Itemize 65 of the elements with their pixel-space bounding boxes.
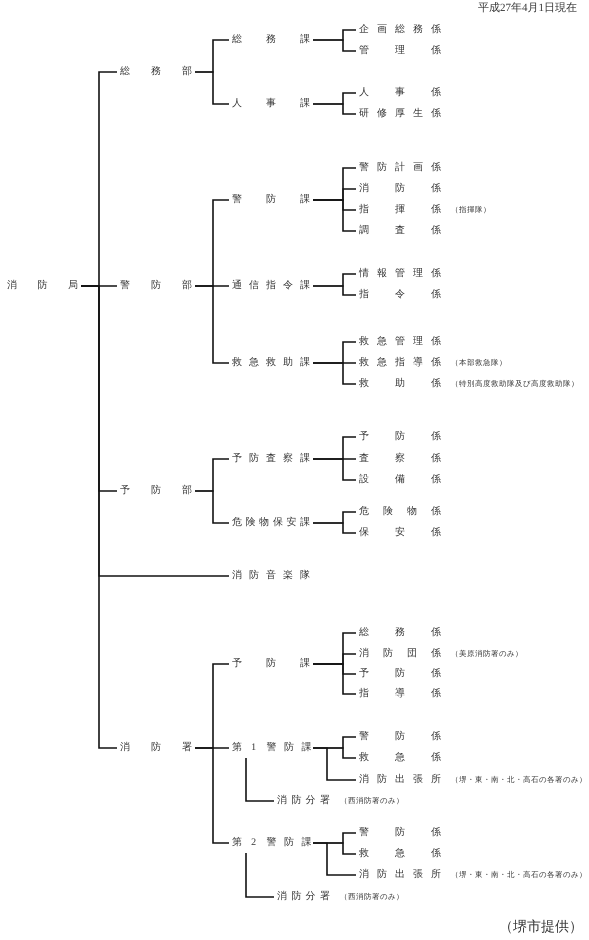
department-label: 総務部 xyxy=(120,64,192,79)
connector-line xyxy=(313,663,356,695)
unit-label: 予防係 xyxy=(359,430,441,444)
unit-label: 危険物係 xyxy=(359,505,441,519)
unit-label: 設備係 xyxy=(359,472,441,487)
connector-line xyxy=(313,39,356,52)
unit-label: 救急係 xyxy=(359,847,441,861)
section-label: 警防課 xyxy=(232,192,310,207)
unit-label: 保安係 xyxy=(359,526,441,540)
unit-label: 消防出張所 xyxy=(359,772,441,787)
department-label: 警防部 xyxy=(120,278,192,293)
unit-label: 企画総務係 xyxy=(359,23,441,37)
section-label: 人事課 xyxy=(232,96,310,111)
department-label: 予防部 xyxy=(120,484,192,498)
unit-label: 情報管理係 xyxy=(359,266,441,281)
connector-line xyxy=(313,522,356,534)
connector-line xyxy=(81,285,117,749)
section-label: 予防課 xyxy=(232,656,310,671)
connector-line xyxy=(195,285,229,364)
unit-label: 救助係 xyxy=(359,376,441,391)
branch-office-label: 消防分署 xyxy=(277,890,330,904)
unit-label: 消防団係 xyxy=(359,646,441,661)
unit-label: 査察係 xyxy=(359,452,441,466)
section-label: 第 1 警 防 課 xyxy=(232,740,310,755)
unit-label: 警防係 xyxy=(359,826,441,840)
connector-line xyxy=(313,199,356,232)
section-label: 第 2 警 防 課 xyxy=(232,836,310,850)
unit-label: 指令係 xyxy=(359,288,441,302)
source-caption: （堺市提供） xyxy=(499,918,583,936)
unit-label: 人事係 xyxy=(359,86,441,100)
department-label: 消防署 xyxy=(120,740,192,755)
section-label: 危険物保安課 xyxy=(232,516,310,530)
connector-line xyxy=(195,71,229,105)
unit-label: 管理係 xyxy=(359,44,441,58)
connector-line xyxy=(313,842,356,876)
connector-line xyxy=(245,853,274,898)
section-label: 通信指令課 xyxy=(232,278,310,293)
unit-label: 救急指導係 xyxy=(359,356,441,370)
connector-line xyxy=(313,103,356,115)
unit-label: 警防計画係 xyxy=(359,160,441,175)
connector-line xyxy=(313,747,356,781)
connector-line xyxy=(313,362,356,385)
unit-label: 消防係 xyxy=(359,182,441,196)
unit-label: 指導係 xyxy=(359,686,441,701)
branch-office-label: 消防分署 xyxy=(277,794,330,808)
unit-label: 総務係 xyxy=(359,626,441,640)
section-label: 予防査察課 xyxy=(232,452,310,466)
unit-label: 調査係 xyxy=(359,224,441,238)
date-note: 平成27年4月1日現在 xyxy=(478,1,577,15)
unit-label: 消防出張所 xyxy=(359,868,441,882)
section-label: 救急救助課 xyxy=(232,356,310,370)
connector-line xyxy=(195,747,229,844)
bureau-label: 消防局 xyxy=(7,278,78,293)
unit-label: 救急管理係 xyxy=(359,335,441,349)
section-label: 消防音楽隊 xyxy=(232,568,310,583)
unit-label: 救急係 xyxy=(359,751,441,765)
connector-line xyxy=(245,758,274,802)
connector-line xyxy=(195,490,229,524)
connector-line xyxy=(313,458,356,481)
unit-label: 研修厚生係 xyxy=(359,106,441,121)
unit-label: 予防係 xyxy=(359,666,441,681)
unit-label: 指揮係 xyxy=(359,202,441,217)
connector-line xyxy=(313,285,356,296)
unit-label: 警防係 xyxy=(359,730,441,744)
section-label: 総務課 xyxy=(232,32,310,47)
